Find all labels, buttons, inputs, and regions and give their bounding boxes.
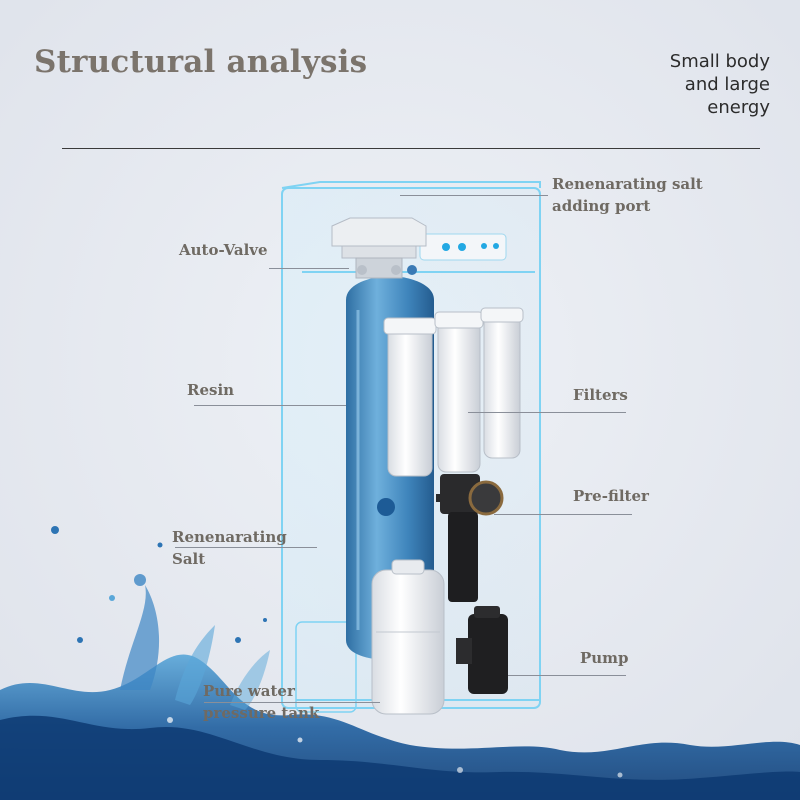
page-title: Structural analysis xyxy=(34,44,368,80)
filter-cartridges xyxy=(383,307,524,477)
leader-pressure-tank xyxy=(204,702,380,703)
auto-valve xyxy=(331,217,427,279)
leader-pump xyxy=(508,675,626,676)
leader-salt-port xyxy=(400,195,548,196)
tagline-line-2: and large xyxy=(684,74,770,95)
label-auto-valve: Auto-Valve xyxy=(179,241,268,259)
leader-auto-valve xyxy=(269,268,349,269)
label-pressure-tank: Pure water pressure tank xyxy=(203,682,320,722)
tagline-line-3: energy xyxy=(707,97,770,118)
pressure-tank xyxy=(371,559,445,715)
label-pre-filter: Pre-filter xyxy=(573,487,649,505)
leader-resin xyxy=(194,405,346,406)
pump-unit xyxy=(456,606,508,694)
pre-filter-unit xyxy=(436,474,504,602)
label-salt-port: Renenarating salt adding port xyxy=(552,175,703,215)
leader-salt xyxy=(175,547,317,548)
leader-pre-filter xyxy=(494,514,632,515)
tagline: Small body and large energy xyxy=(550,50,770,119)
leader-filters xyxy=(468,412,626,413)
tagline-line-1: Small body xyxy=(669,51,770,72)
label-filters: Filters xyxy=(573,386,628,404)
header-divider xyxy=(62,148,760,149)
label-salt: Renenarating Salt xyxy=(172,528,287,568)
label-pump: Pump xyxy=(580,649,629,667)
label-resin: Resin xyxy=(187,381,235,399)
water-splash xyxy=(0,526,800,800)
control-panel xyxy=(419,233,507,261)
